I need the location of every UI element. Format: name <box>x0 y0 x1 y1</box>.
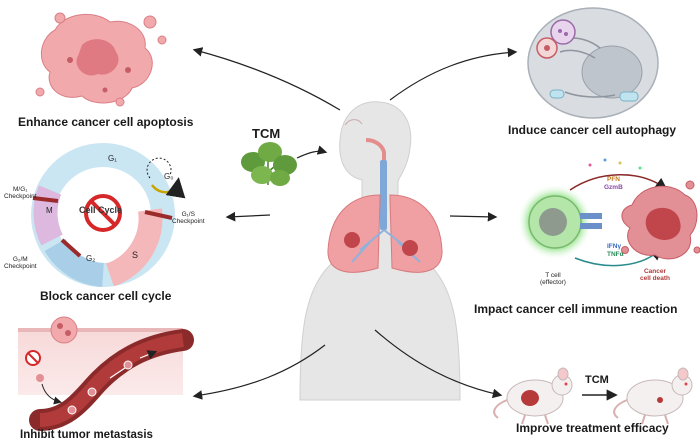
phase-g2-label: G₂ <box>86 254 96 263</box>
pfn-arrow <box>569 174 668 191</box>
label-apoptosis: Enhance cancer cell apoptosis <box>18 115 194 129</box>
phase-g2-arc <box>44 238 105 287</box>
arrow-to-immune <box>449 212 498 222</box>
pfn-label: PFN <box>607 176 620 183</box>
checkpoint-mg1-bar <box>32 196 59 203</box>
checkpoint-mg1-label: M/G₁ Checkpoint <box>4 186 37 200</box>
arrow-to-metastasis <box>192 344 326 400</box>
mouse-after-icon <box>613 367 693 425</box>
phase-s-label: S <box>132 250 139 260</box>
immune-reaction-diagram <box>517 158 700 267</box>
metastasis-diagram <box>18 316 194 431</box>
t-cell-label: T cell (effector) <box>540 272 566 286</box>
phase-m-arc <box>33 185 63 246</box>
arrow-to-autophagy <box>389 47 518 101</box>
primary-tumor-icon <box>50 316 78 344</box>
tnfa-label: TNFα <box>607 251 624 258</box>
apoptotic-cell-icon <box>35 12 167 107</box>
airway-icon <box>365 138 387 230</box>
lung-tumor <box>402 240 418 256</box>
tcm-label: TCM <box>252 126 281 141</box>
herb-icon <box>241 142 297 186</box>
checkpoint-g1s-label: G₁/S Checkpoint <box>172 211 205 225</box>
phase-g0-label: G₀ <box>164 172 174 181</box>
g0-arrow <box>150 177 186 199</box>
checkpoint-g1s-bar <box>144 210 173 220</box>
label-autophagy: Induce cancer cell autophagy <box>508 123 677 137</box>
cancer-death-label: Cancer cell death <box>640 268 670 282</box>
arrow-tcm-to-body <box>296 145 328 159</box>
ifng-label: IFNγ <box>607 243 622 250</box>
mouse-before-icon <box>493 367 573 425</box>
cell-cycle-center-label: Cell Cycle <box>79 205 123 215</box>
treatment-tcm-label: TCM <box>585 374 609 386</box>
phase-m-label: M <box>46 206 53 215</box>
phase-s-arc <box>105 208 163 287</box>
label-treatment: Improve treatment efficacy <box>516 421 669 435</box>
checkpoint-g2m-label: G₂/M Checkpoint <box>4 256 37 270</box>
cell-cycle-diagram <box>31 143 186 287</box>
large-tumor <box>521 390 539 406</box>
autophagy-cell-icon <box>527 7 659 119</box>
gzmb-label: GzmB <box>604 184 623 191</box>
lung-tumor <box>344 232 360 248</box>
receptor-icon <box>580 213 602 219</box>
small-tumor <box>657 397 663 403</box>
phase-g1-label: G₁ <box>108 154 117 163</box>
checkpoint-g2m-bar <box>60 238 82 258</box>
label-cell-cycle: Block cancer cell cycle <box>40 289 172 303</box>
arrow-to-treatment <box>374 329 503 399</box>
arrow-to-cell-cycle <box>225 211 271 222</box>
label-immune: Impact cancer cell immune reaction <box>474 302 678 316</box>
label-metastasis: Inhibit tumor metastasis <box>20 429 153 441</box>
arrow-to-apoptosis <box>192 47 341 111</box>
